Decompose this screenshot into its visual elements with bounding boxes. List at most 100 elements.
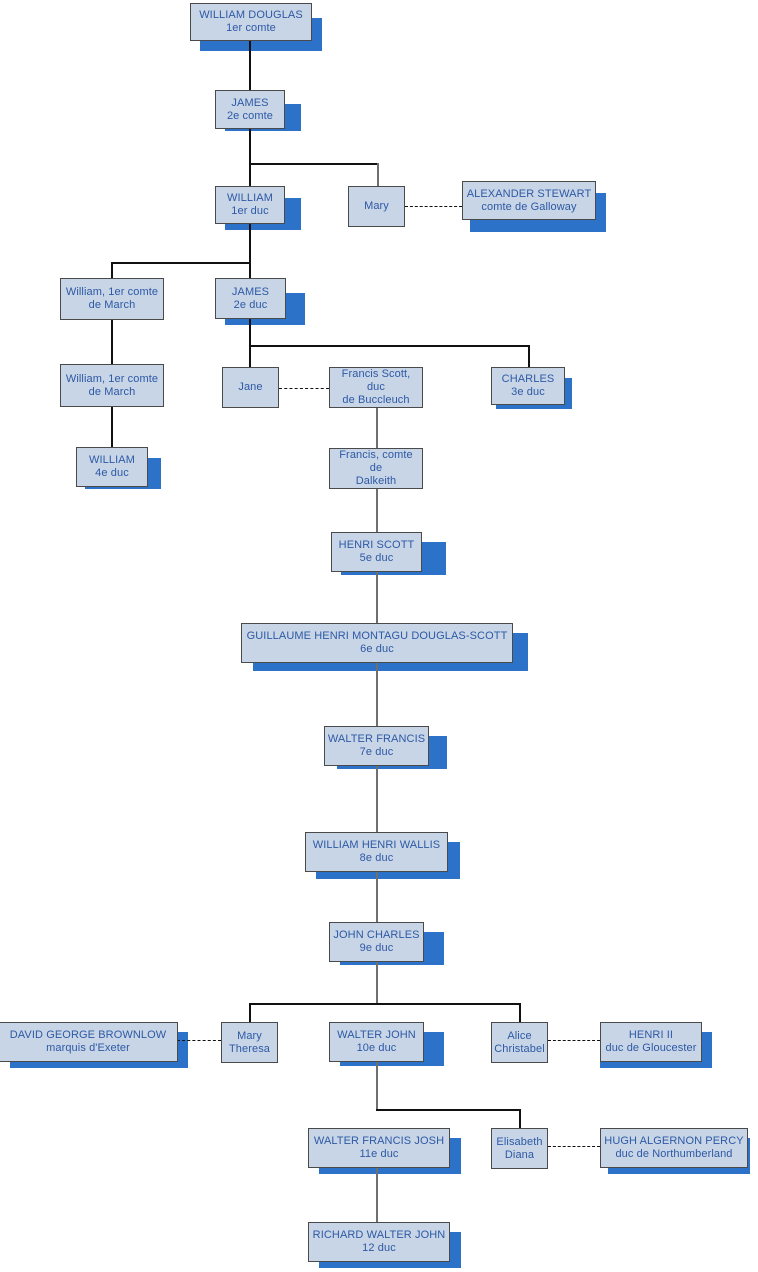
node-william-1er-duc[interactable]: WILLIAM 1er duc <box>215 186 285 224</box>
connector-line <box>376 663 378 726</box>
marriage-line <box>548 1146 600 1147</box>
node-title: Francis, comte de <box>339 449 413 474</box>
connector-line <box>528 345 530 367</box>
node-walter-francis-josh-11e-duc[interactable]: WALTER FRANCIS JOSH 11e duc <box>308 1128 450 1168</box>
connector-line <box>249 41 251 92</box>
node-william-douglas[interactable]: WILLIAM DOUGLAS 1er comte <box>190 3 312 41</box>
node-subtitle: duc de Northumberland <box>615 1148 733 1160</box>
node-title: HENRI II <box>628 1029 674 1041</box>
node-title: Francis Scott, duc <box>341 368 411 393</box>
node-elisabeth-diana[interactable]: Elisabeth Diana <box>491 1128 548 1169</box>
node-subtitle: 1er comte <box>226 22 276 34</box>
node-subtitle: 11e duc <box>359 1148 399 1160</box>
node-title: ALEXANDER STEWART <box>466 187 592 200</box>
marriage-line <box>279 388 329 389</box>
node-title: JAMES <box>231 96 269 109</box>
node-title: WILLIAM HENRI WALLIS <box>312 839 441 851</box>
node-subtitle: Theresa <box>228 1042 271 1055</box>
connector-line <box>111 262 250 264</box>
node-title: WILLIAM DOUGLAS <box>199 9 303 21</box>
node-title: William, 1er comte <box>65 286 159 298</box>
connector-line <box>377 163 379 186</box>
connector-line <box>249 129 251 164</box>
node-subtitle: 7e duc <box>359 746 394 758</box>
node-title: Mary <box>364 200 389 212</box>
node-william-1er-comte-de-march-a[interactable]: William, 1er comte de March <box>60 278 164 320</box>
node-subtitle: 12 duc <box>362 1242 396 1254</box>
node-walter-john-10e-duc[interactable]: WALTER JOHN 10e duc <box>329 1022 424 1062</box>
marriage-line <box>548 1040 600 1041</box>
node-title: WALTER JOHN <box>337 1029 416 1041</box>
node-title: William, 1er comte <box>65 372 159 385</box>
node-subtitle: Christabel <box>494 1042 545 1055</box>
node-john-charles-9e-duc[interactable]: JOHN CHARLES 9e duc <box>329 922 424 962</box>
node-title: WALTER FRANCIS JOSH <box>313 1135 445 1147</box>
node-title: WILLIAM <box>227 192 273 204</box>
node-subtitle: 2e duc <box>233 298 268 311</box>
node-james-2e-duc[interactable]: JAMES 2e duc <box>215 278 286 319</box>
node-william-8e-duc[interactable]: WILLIAM HENRI WALLIS 8e duc <box>305 832 448 872</box>
connector-line <box>376 1109 519 1111</box>
node-subtitle: de March <box>88 385 136 398</box>
node-mary-theresa[interactable]: Mary Theresa <box>221 1022 278 1063</box>
connector-line <box>519 1003 521 1024</box>
node-william-1er-comte-de-march-b[interactable]: William, 1er comte de March <box>60 364 164 407</box>
connector-line <box>111 320 113 364</box>
node-alice-christabel[interactable]: Alice Christabel <box>491 1022 548 1063</box>
node-subtitle: de March <box>88 299 136 311</box>
connector-line <box>249 345 529 347</box>
connector-line <box>376 766 378 832</box>
node-subtitle: 4e duc <box>95 467 129 479</box>
node-subtitle: Diana <box>504 1148 535 1161</box>
node-francis-scott[interactable]: Francis Scott, duc de Buccleuch <box>329 367 423 408</box>
connector-line <box>376 572 378 623</box>
connector-line <box>376 962 378 1004</box>
connector-line <box>249 163 379 165</box>
connector-line <box>376 403 378 448</box>
node-title: WILLIAM <box>89 454 135 466</box>
connector-line <box>249 262 251 278</box>
node-hugh-algernon-percy[interactable]: HUGH ALGERNON PERCY duc de Northumberlan… <box>600 1128 748 1168</box>
node-subtitle: 1er duc <box>231 205 269 217</box>
node-charles-3e-duc[interactable]: CHARLES 3e duc <box>491 367 565 405</box>
node-title: RICHARD WALTER JOHN <box>312 1229 446 1241</box>
node-henri-ii[interactable]: HENRI II duc de Gloucester <box>600 1022 702 1062</box>
connector-line <box>249 163 251 186</box>
connector-line <box>249 224 251 264</box>
node-subtitle: duc de Gloucester <box>605 1042 697 1054</box>
node-walter-francis-7e-duc[interactable]: WALTER FRANCIS 7e duc <box>324 726 429 766</box>
node-title: Jane <box>238 381 263 393</box>
node-title: DAVID GEORGE BROWNLOW <box>9 1029 167 1041</box>
node-subtitle: marquis d'Exeter <box>46 1042 130 1054</box>
node-title: Alice <box>507 1029 532 1042</box>
node-jane[interactable]: Jane <box>222 367 279 408</box>
node-william-4e-duc[interactable]: WILLIAM 4e duc <box>76 447 148 487</box>
node-richard-12-duc[interactable]: RICHARD WALTER JOHN 12 duc <box>308 1222 450 1262</box>
node-francis-dalkeith[interactable]: Francis, comte de Dalkeith <box>329 448 423 489</box>
node-title: JAMES <box>231 285 270 298</box>
node-subtitle: 2e comte <box>226 109 274 122</box>
connector-line <box>376 489 378 532</box>
node-alexander-stewart[interactable]: ALEXANDER STEWART comte de Galloway <box>462 181 596 220</box>
node-subtitle: Dalkeith <box>355 475 397 487</box>
connector-line <box>249 1003 251 1024</box>
node-james-2e-comte[interactable]: JAMES 2e comte <box>215 90 285 129</box>
marriage-line <box>405 206 462 207</box>
node-subtitle: 8e duc <box>359 852 394 864</box>
connector-line <box>249 345 251 367</box>
node-title: JOHN CHARLES <box>333 929 420 941</box>
node-subtitle: 5e duc <box>359 552 394 564</box>
node-guillaume-6e-duc[interactable]: GUILLAUME HENRI MONTAGU DOUGLAS-SCOTT 6e… <box>241 623 513 663</box>
connector-line <box>376 1168 378 1224</box>
node-subtitle: 6e duc <box>360 643 394 655</box>
node-subtitle: de Buccleuch <box>342 394 410 406</box>
marriage-line <box>177 1040 221 1041</box>
node-subtitle: 3e duc <box>511 386 545 398</box>
node-title: WALTER FRANCIS <box>327 733 426 745</box>
connector-line <box>249 1003 520 1005</box>
node-title: Mary <box>237 1029 262 1042</box>
node-mary[interactable]: Mary <box>348 186 405 227</box>
node-henri-scott-5e-duc[interactable]: HENRI SCOTT 5e duc <box>331 532 422 572</box>
node-david-george-brownlow[interactable]: DAVID GEORGE BROWNLOW marquis d'Exeter <box>0 1022 178 1062</box>
connector-line <box>111 407 113 447</box>
